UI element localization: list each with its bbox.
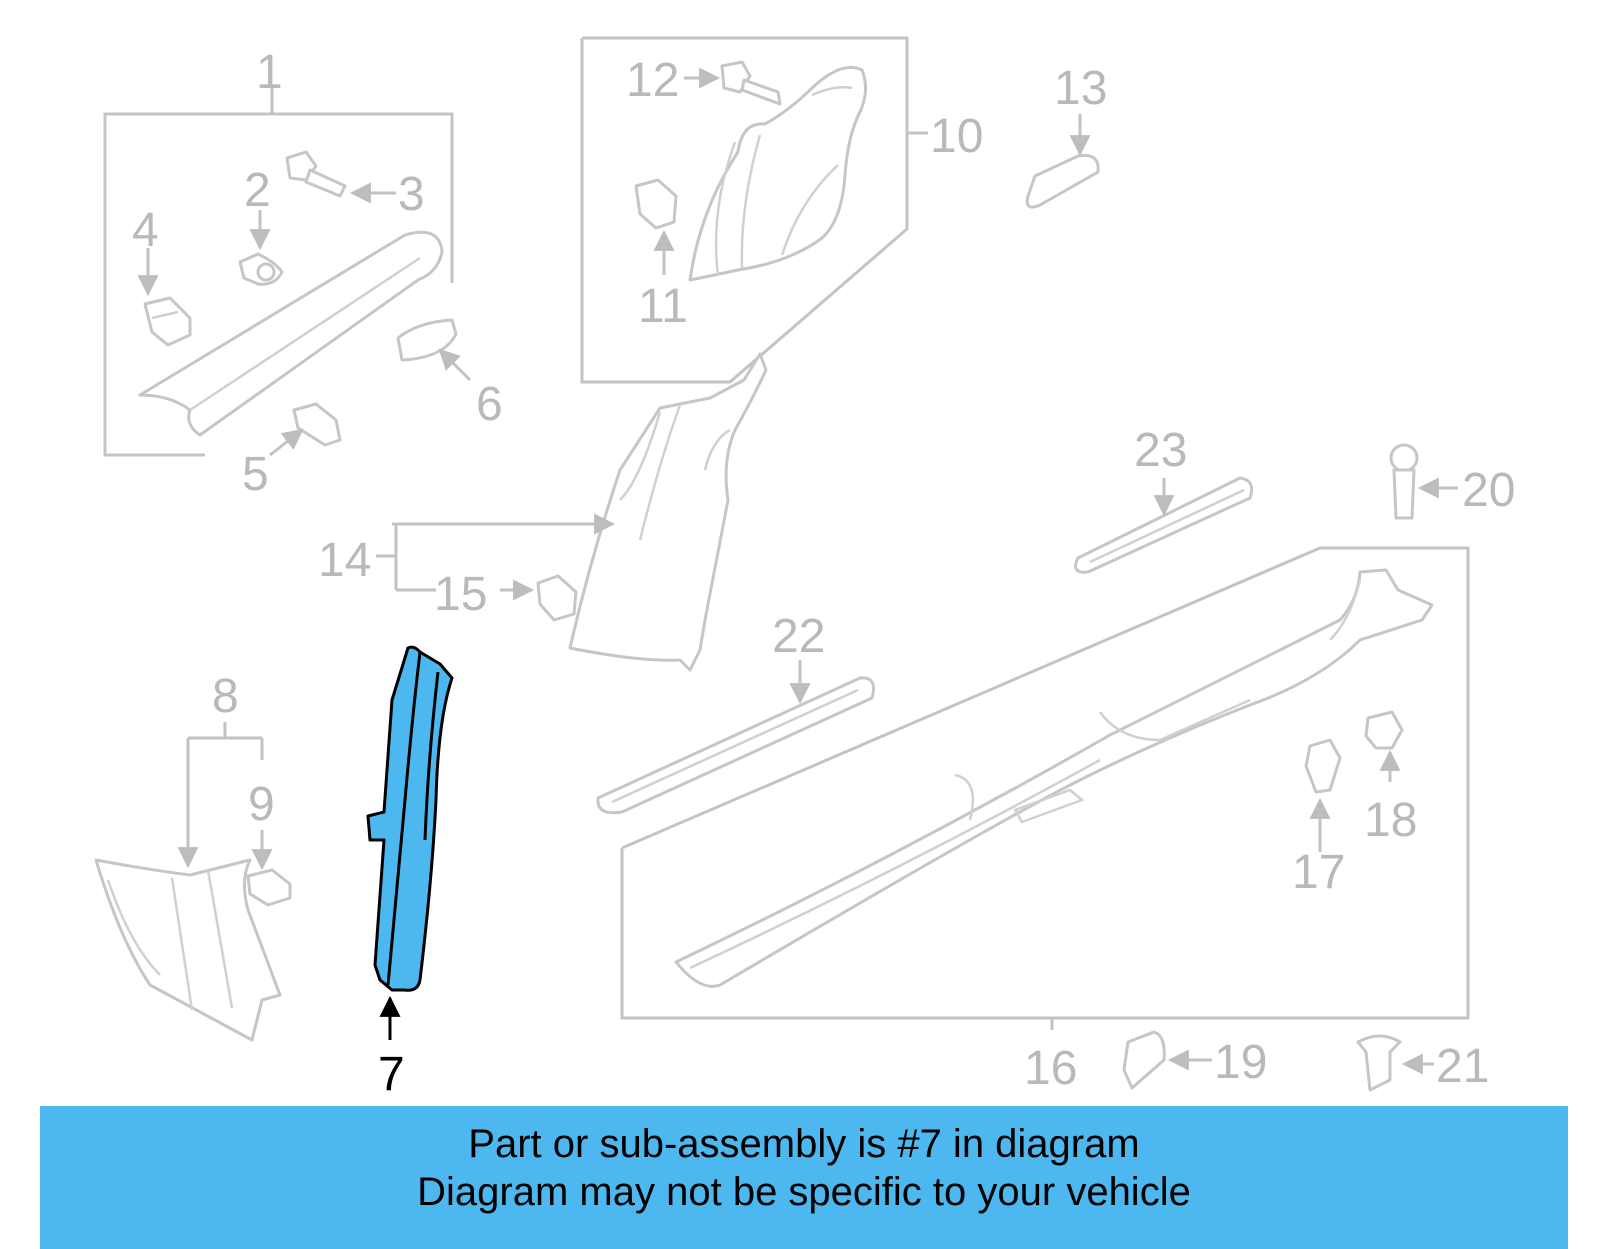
part-9-clip bbox=[246, 830, 292, 907]
callout-12: 12 bbox=[626, 54, 679, 107]
part-1-garnish bbox=[138, 230, 444, 437]
part-4-clip bbox=[137, 248, 192, 347]
part-5-clip bbox=[269, 402, 342, 457]
group-1-box bbox=[103, 84, 454, 457]
callout-13: 13 bbox=[1054, 62, 1107, 115]
part-17-clip bbox=[1304, 738, 1342, 852]
callout-7: 7 bbox=[378, 1048, 405, 1101]
callout-2: 2 bbox=[244, 164, 271, 217]
part-14-pillar-lower bbox=[376, 352, 768, 672]
group-10-box bbox=[580, 36, 928, 384]
part-11-clip bbox=[634, 178, 678, 275]
callout-11: 11 bbox=[638, 280, 688, 333]
part-23-scuff-plate bbox=[1074, 476, 1254, 574]
part-7-highlighted bbox=[366, 645, 454, 1040]
part-10-pillar-upper bbox=[688, 65, 867, 282]
callout-5: 5 bbox=[242, 448, 269, 501]
part-20-screw bbox=[1389, 443, 1458, 520]
callout-19: 19 bbox=[1214, 1036, 1267, 1089]
callout-20: 20 bbox=[1462, 464, 1515, 517]
callout-4: 4 bbox=[132, 204, 159, 257]
callout-18: 18 bbox=[1364, 794, 1417, 847]
part-16-sill bbox=[674, 568, 1434, 988]
part-3-screw bbox=[285, 150, 396, 204]
callout-21: 21 bbox=[1436, 1040, 1489, 1093]
part-15-clip bbox=[396, 574, 578, 622]
part-2-clip bbox=[238, 210, 284, 286]
part-21-clip bbox=[1356, 1034, 1434, 1092]
callout-10: 10 bbox=[930, 110, 983, 163]
part-8-kick-panel bbox=[94, 722, 282, 1042]
callout-1: 1 bbox=[256, 46, 283, 99]
part-19-clip bbox=[1122, 1030, 1212, 1090]
callout-9: 9 bbox=[248, 778, 275, 831]
part-22-scuff-plate bbox=[596, 660, 875, 815]
callout-14: 14 bbox=[318, 534, 371, 587]
callout-22: 22 bbox=[772, 610, 825, 663]
group-16-box bbox=[620, 546, 1470, 1030]
part-13-trim bbox=[1025, 114, 1100, 209]
banner-disclaimer-text: Diagram may not be specific to your vehi… bbox=[417, 1170, 1191, 1214]
callout-16: 16 bbox=[1024, 1042, 1077, 1095]
banner-part-text: Part or sub-assembly is #7 in diagram bbox=[468, 1122, 1140, 1166]
part-12-screw bbox=[684, 60, 782, 106]
callout-8: 8 bbox=[212, 670, 239, 723]
part-18-clip bbox=[1364, 710, 1404, 782]
callout-15: 15 bbox=[434, 568, 487, 621]
part-info-banner: Part or sub-assembly is #7 in diagram Di… bbox=[40, 1106, 1568, 1249]
callout-6: 6 bbox=[476, 378, 503, 431]
callout-23: 23 bbox=[1134, 424, 1187, 477]
callout-3: 3 bbox=[398, 168, 425, 221]
callout-17: 17 bbox=[1292, 846, 1345, 899]
part-6-cap bbox=[396, 318, 472, 382]
